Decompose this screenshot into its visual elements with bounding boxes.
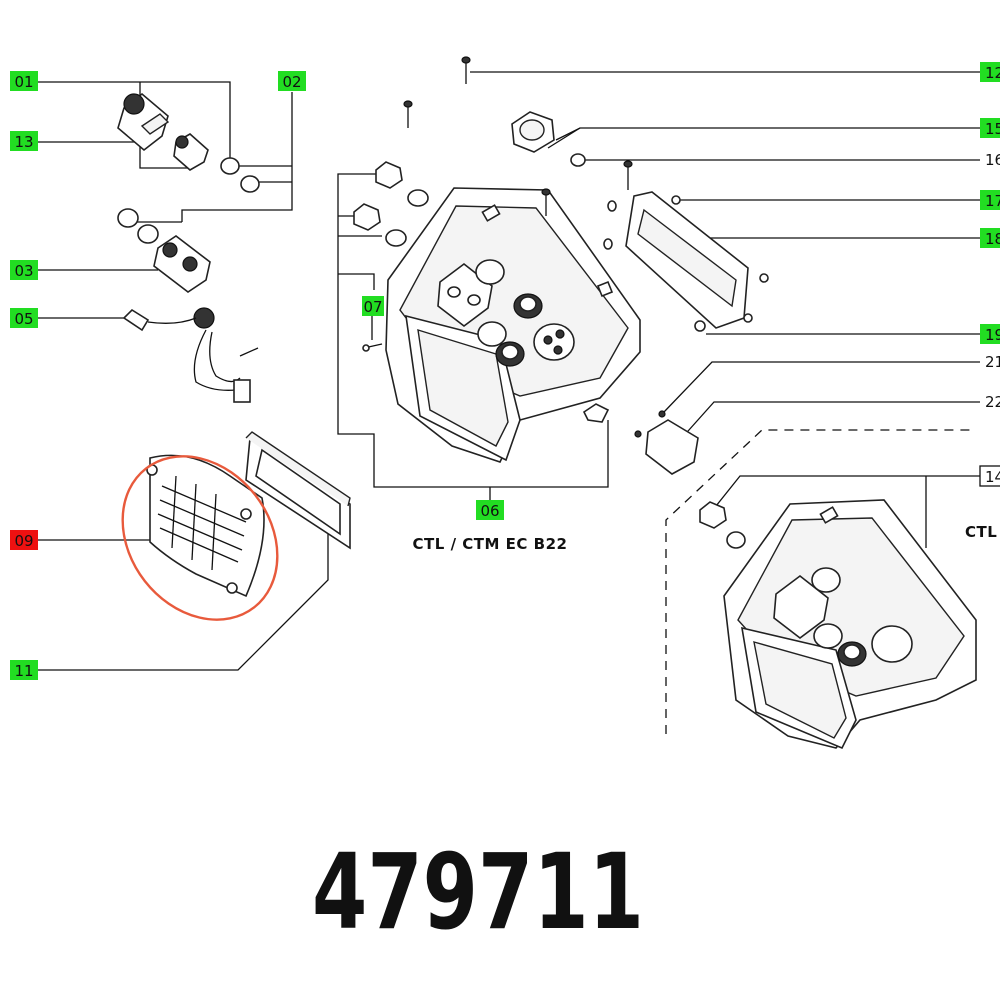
- callout-06-label: 06: [480, 502, 499, 520]
- callout-box-15: [980, 118, 1000, 138]
- part-15-switch-knob: [511, 111, 555, 153]
- part-06-control-panel-housing: [385, 187, 641, 463]
- callout-13-label: 13: [14, 133, 33, 151]
- callout-18-label: 18: [985, 230, 1000, 248]
- callout-boxes: 01 02 13 03 05 07 09 06 11 12 15 16 1: [10, 62, 1000, 680]
- part-22-switch: [634, 410, 699, 475]
- callout-box-01: [10, 71, 38, 91]
- highlight-ellipse: [121, 455, 279, 621]
- part-14-inset-housing: [699, 499, 977, 750]
- part-18-bracket: [603, 191, 769, 332]
- callout-box-06: [476, 500, 504, 520]
- part-09-grille: [146, 454, 265, 598]
- housing-knobs: [353, 161, 429, 247]
- callout-11-label: 11: [14, 662, 33, 680]
- callout-box-07: [362, 296, 384, 316]
- caption-inset-variant: CTL: [965, 523, 997, 541]
- callout-07-label: 07: [363, 298, 382, 316]
- leader-lines: [38, 71, 980, 734]
- part-07-pin: [362, 343, 383, 352]
- callout-box-18: [980, 228, 1000, 248]
- callout-box-11: [10, 660, 38, 680]
- callout-17-label: 17: [985, 192, 1000, 210]
- callout-14-label: 14: [985, 468, 1000, 486]
- callout-box-03: [10, 260, 38, 280]
- callout-01-label: 01: [14, 73, 33, 91]
- callout-12-label: 12: [985, 64, 1000, 82]
- callout-box-05: [10, 308, 38, 328]
- callout-box-09: [10, 530, 38, 550]
- callout-box-12: [980, 62, 1000, 82]
- caption-main-variant: CTL / CTM EC B22: [413, 535, 568, 553]
- callout-box-02: [278, 71, 306, 91]
- part-number: 479711: [312, 831, 644, 953]
- part-02-seal-rings: [117, 157, 260, 244]
- callout-03-label: 03: [14, 262, 33, 280]
- callout-21-label: 21: [985, 353, 1000, 371]
- callout-box-14: [979, 465, 1000, 487]
- callout-16-label: 16: [985, 151, 1000, 169]
- callout-15-label: 15: [985, 120, 1000, 138]
- callout-19-label: 19: [985, 326, 1000, 344]
- part-11-window-frame: [245, 431, 351, 550]
- callout-box-19: [980, 324, 1000, 344]
- part-05-wiring-harness: [122, 307, 259, 403]
- callout-22-label: 22: [985, 393, 1000, 411]
- screws: [403, 56, 633, 216]
- callout-box-13: [10, 131, 38, 151]
- callout-02-label: 02: [282, 73, 301, 91]
- part-13-fitting: [173, 133, 209, 171]
- callout-05-label: 05: [14, 310, 33, 328]
- part-01-cable-gland: [117, 92, 170, 152]
- callout-09-label: 09: [14, 532, 33, 550]
- callout-box-17: [980, 190, 1000, 210]
- part-03-double-socket: [153, 235, 211, 293]
- part-16-ring: [570, 153, 586, 167]
